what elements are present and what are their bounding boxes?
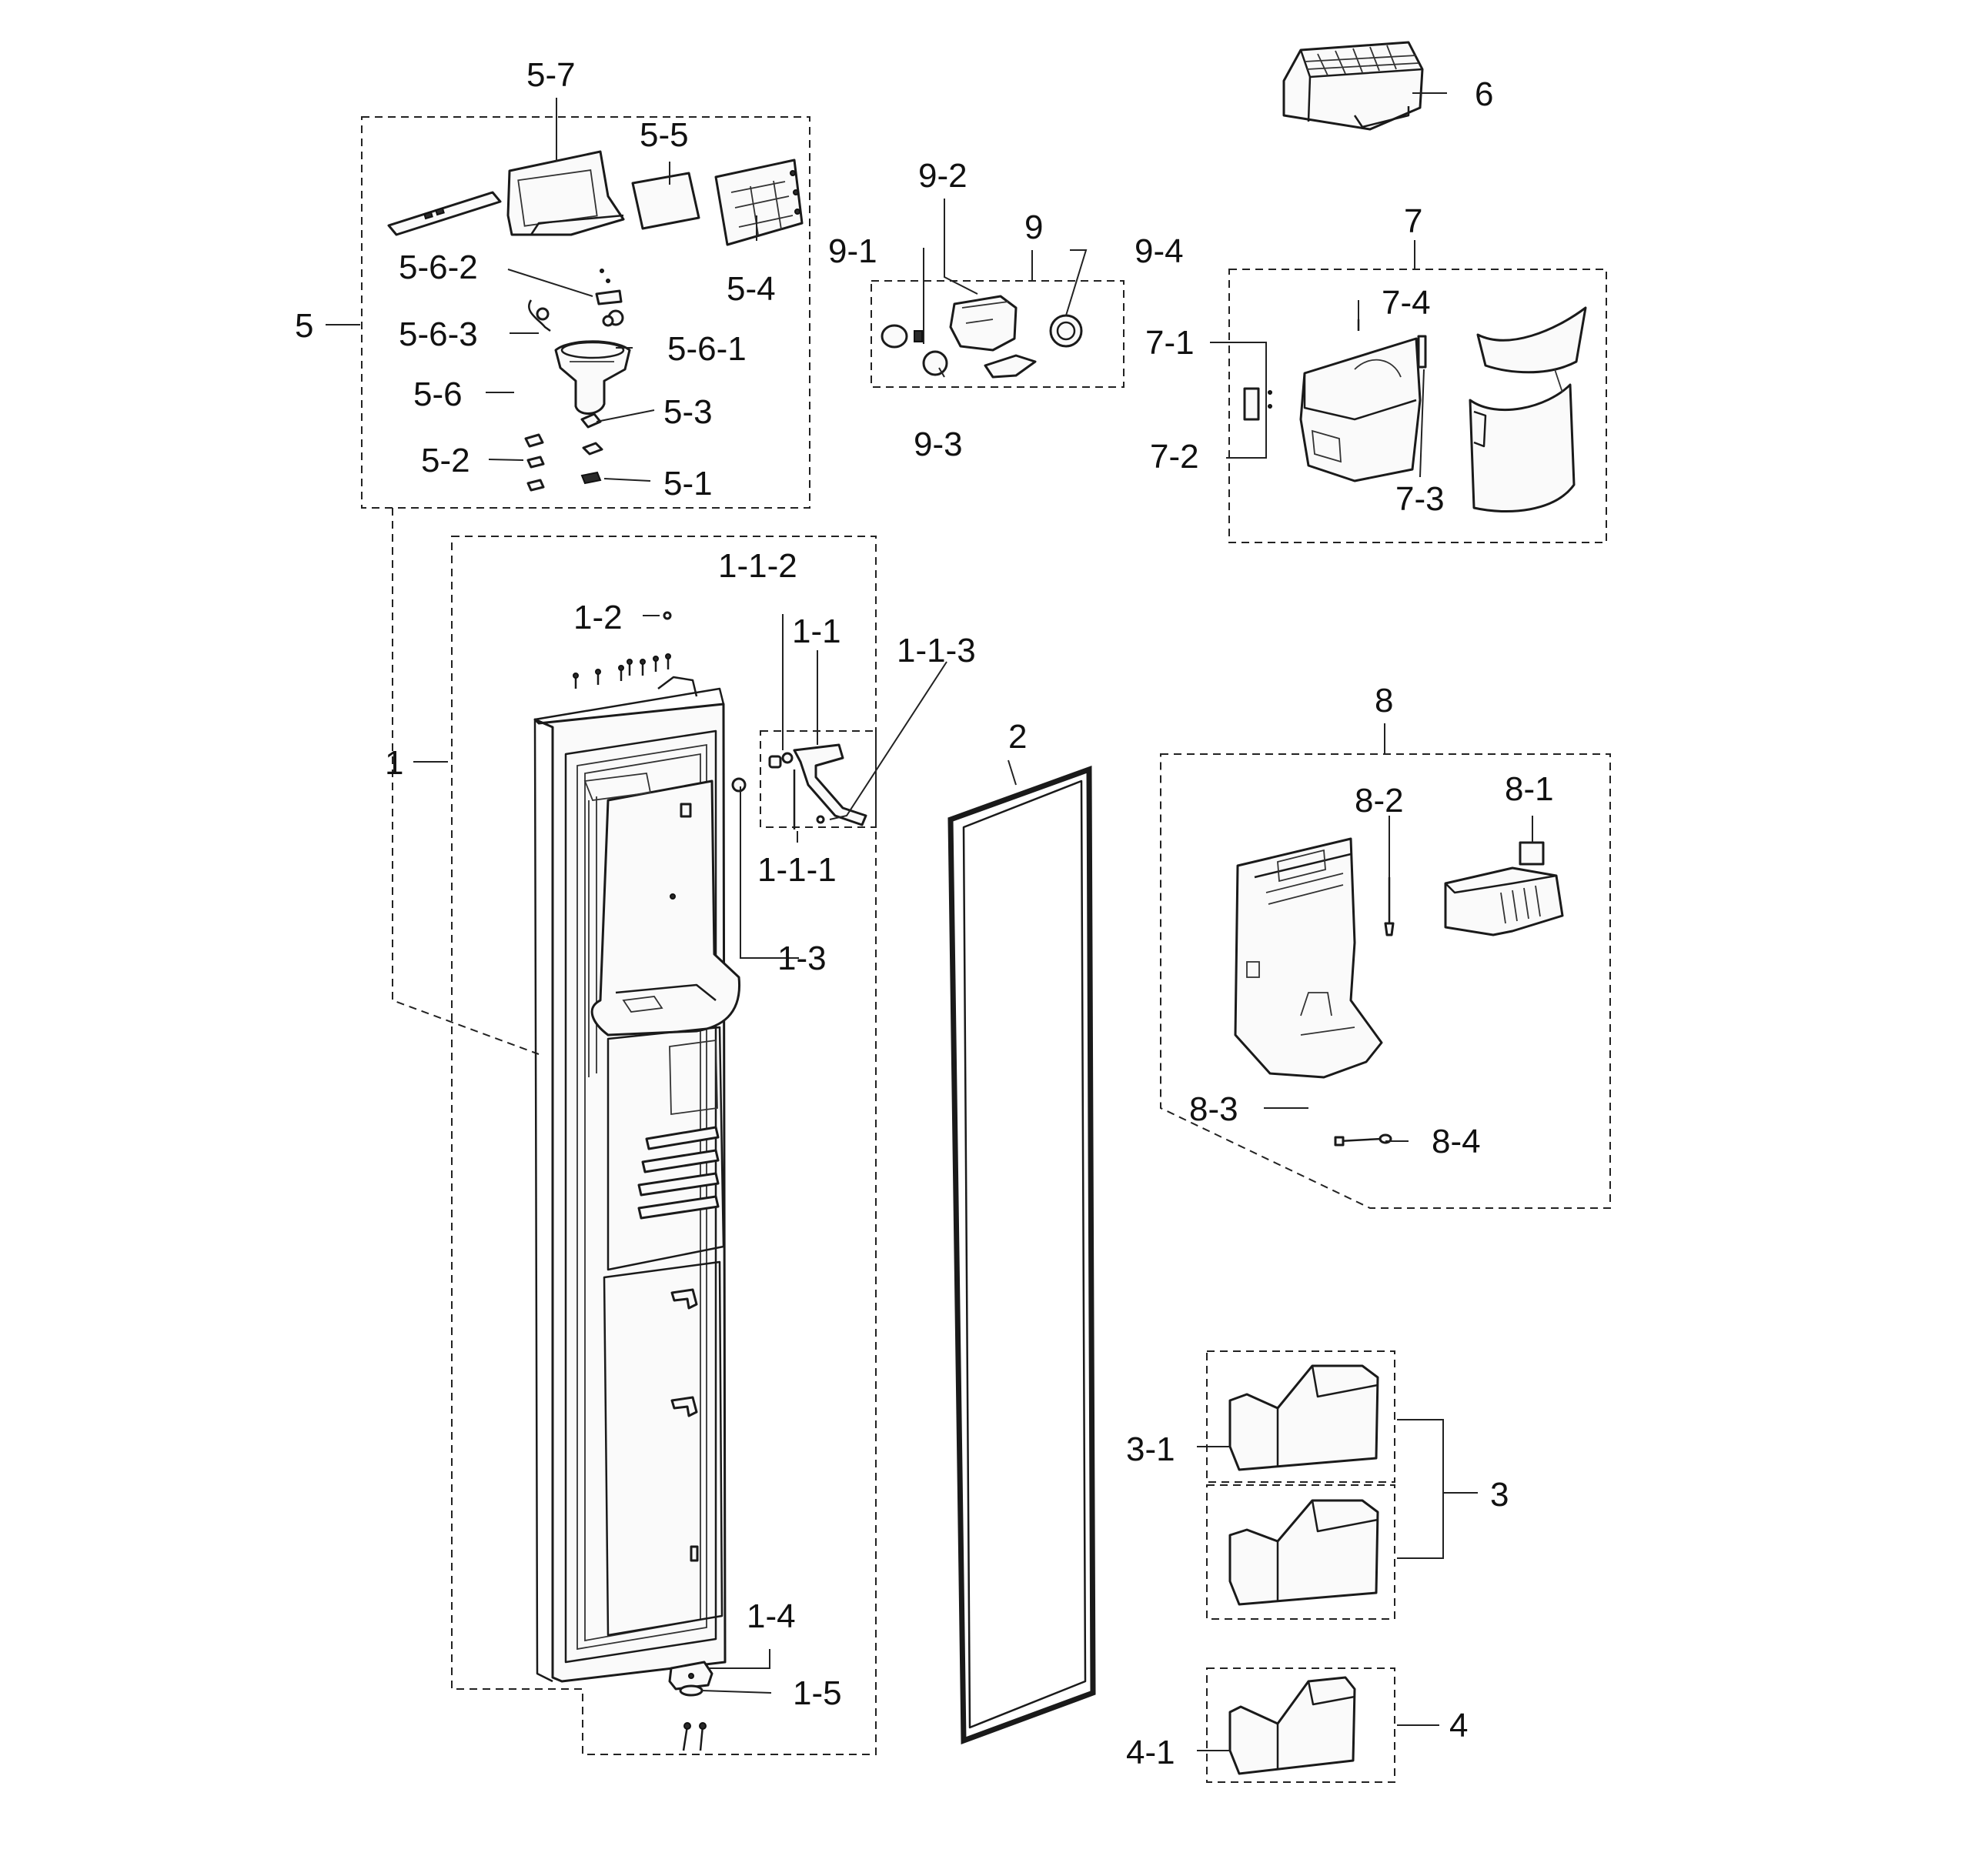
- part-3-bin-lower: [1228, 1499, 1379, 1606]
- label-7-3: 7-3: [1395, 480, 1445, 518]
- label-1-1: 1-1: [792, 613, 841, 650]
- group-3-4-bins: [1228, 1364, 1379, 1775]
- label-9-3: 9-3: [914, 426, 963, 463]
- part-5-6-chute: [554, 340, 631, 415]
- group-4-boundary: [1206, 1667, 1395, 1783]
- part-7-3-bar: [1417, 335, 1427, 369]
- label-5-6: 5-6: [413, 376, 463, 413]
- label-5-6-3: 5-6-3: [399, 315, 478, 353]
- label-5-7: 5-7: [526, 56, 576, 94]
- label-5-2: 5-2: [421, 442, 470, 479]
- part-1-1-switch: [793, 743, 867, 826]
- group-8-parts: [1234, 837, 1564, 1147]
- part-5-2: [524, 433, 544, 448]
- group-7-parts: [1243, 306, 1587, 513]
- label-9-2: 9-2: [918, 157, 967, 195]
- group-1-door: [533, 611, 867, 1751]
- label-1-1-1: 1-1-1: [757, 851, 837, 889]
- label-5-6-1: 5-6-1: [667, 330, 747, 368]
- group-5-boundary: [361, 116, 810, 509]
- label-1: 1: [385, 744, 403, 782]
- label-5-4: 5-4: [727, 270, 776, 308]
- part-2-gasket: [947, 766, 1096, 1744]
- label-8-2: 8-2: [1355, 782, 1404, 819]
- part-1-2-screws: [573, 611, 672, 689]
- label-1-5: 1-5: [793, 1674, 842, 1712]
- part-3-1-bin: [1228, 1364, 1379, 1471]
- label-1-3: 1-3: [777, 940, 827, 977]
- label-7: 7: [1404, 202, 1422, 240]
- part-8-4-cable: [1338, 1137, 1382, 1143]
- label-4: 4: [1449, 1707, 1468, 1744]
- projection-line: [392, 508, 540, 1055]
- label-1-4: 1-4: [747, 1597, 796, 1635]
- part-5-5-panel: [631, 172, 700, 230]
- part-8-1-ice-maker: [1444, 866, 1564, 936]
- part-9-3: [922, 350, 948, 376]
- part-9-1-motor: [881, 324, 908, 349]
- part-5-6-3-wire: [528, 299, 551, 332]
- label-1-2: 1-2: [573, 599, 623, 636]
- label-8-4: 8-4: [1432, 1123, 1481, 1160]
- label-7-4: 7-4: [1382, 284, 1431, 322]
- part-5-6-2: [595, 289, 623, 305]
- group-9-boundary: [871, 280, 1125, 388]
- label-2: 2: [1008, 718, 1027, 756]
- label-3-1: 3-1: [1126, 1430, 1175, 1468]
- part-9-4: [1049, 314, 1083, 348]
- label-9-1: 9-1: [828, 232, 877, 270]
- part-6-cover: [1282, 41, 1424, 131]
- part-7-2-clip: [1243, 387, 1260, 421]
- label-6: 6: [1475, 75, 1493, 113]
- part-5-7-strip: [387, 191, 502, 236]
- part-1-5-washer: [679, 1684, 703, 1697]
- label-7-1: 7-1: [1145, 324, 1195, 362]
- part-1-3: [731, 777, 747, 793]
- part-1-1-2: [768, 755, 782, 769]
- label-3: 3: [1490, 1476, 1509, 1514]
- label-5-5: 5-5: [640, 116, 689, 154]
- label-9-4: 9-4: [1135, 232, 1184, 270]
- group-boundaries: [361, 116, 1611, 1783]
- part-5-7-frame: [506, 150, 625, 236]
- label-1-1-2: 1-1-2: [718, 547, 797, 585]
- label-1-1-3: 1-1-3: [897, 632, 976, 669]
- label-5-6-2: 5-6-2: [399, 249, 478, 286]
- label-4-1: 4-1: [1126, 1734, 1175, 1771]
- part-7-cover: [1476, 306, 1587, 374]
- label-5-3: 5-3: [663, 393, 713, 431]
- part-8-ice-maker-housing: [1234, 837, 1383, 1079]
- part-9-2-housing: [949, 295, 1018, 352]
- group-3-boundary-bottom: [1206, 1484, 1395, 1620]
- part-5-3: [580, 412, 602, 429]
- group-3-boundary-top: [1206, 1350, 1395, 1483]
- part-1-dispenser-recess: [590, 779, 741, 1036]
- group-8-boundary: [1160, 753, 1611, 1209]
- part-labels: 5-7 5-5 5-4 5-6-2 5-6-3 5-6-1 5-6 5-3 5-…: [295, 56, 1554, 1771]
- label-5-1: 5-1: [663, 465, 713, 502]
- part-7-ice-bucket: [1299, 337, 1422, 482]
- label-8-1: 8-1: [1505, 770, 1554, 808]
- label-9: 9: [1024, 209, 1043, 246]
- label-8: 8: [1375, 682, 1393, 719]
- group-7-boundary: [1228, 269, 1607, 543]
- part-5-1: [580, 471, 602, 485]
- label-8-3: 8-3: [1189, 1090, 1238, 1128]
- leader-lines: [326, 92, 1533, 1751]
- label-5: 5: [295, 307, 313, 345]
- label-7-2: 7-2: [1150, 438, 1199, 476]
- group-1-boundary: [451, 536, 877, 1755]
- group-9-parts: [881, 295, 1083, 379]
- part-4-1-bin: [1228, 1676, 1356, 1775]
